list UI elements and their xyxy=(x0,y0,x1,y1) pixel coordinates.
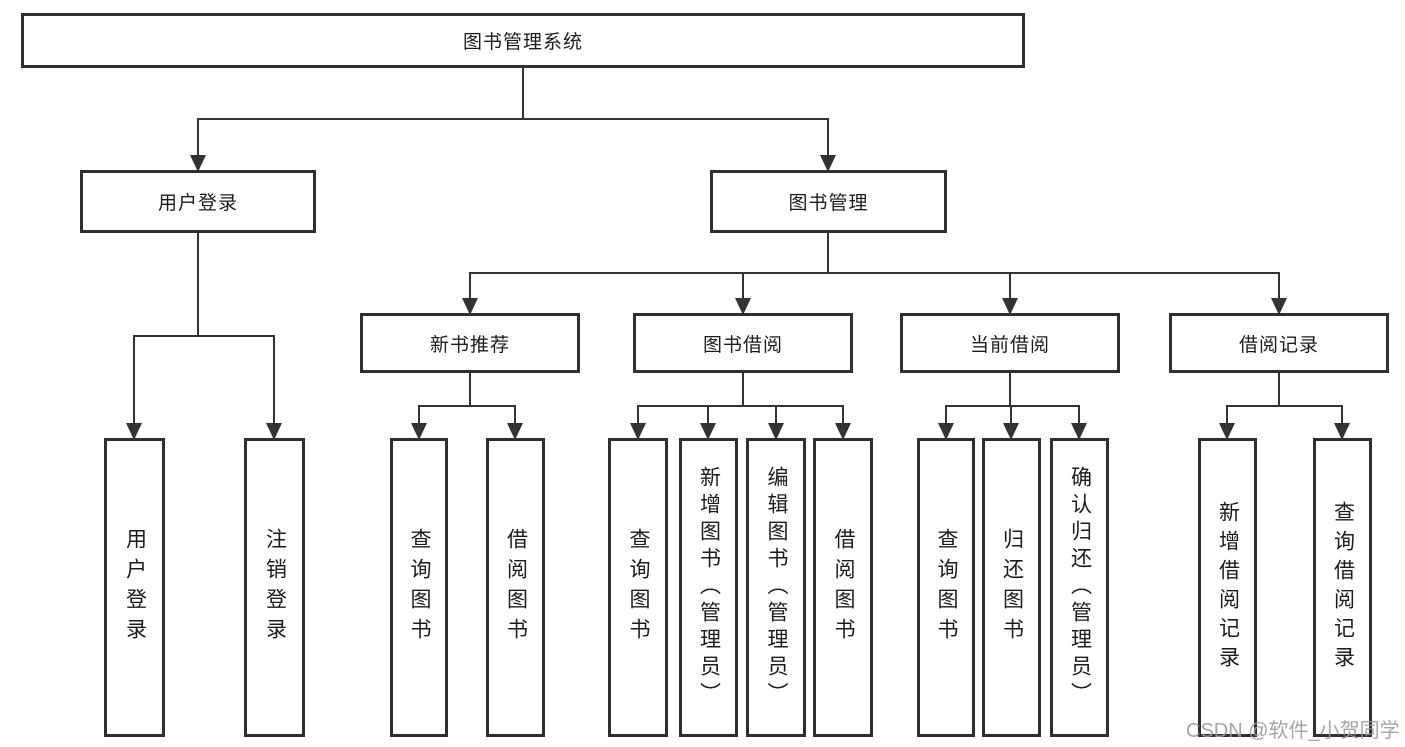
connector-new-book-recommend-rail xyxy=(418,405,516,407)
arrowhead-down-leaf-user-login xyxy=(126,423,142,440)
leaf-logout-label: 注销登录 xyxy=(263,527,287,648)
leaf-borrow-books-1-label: 借阅图书 xyxy=(504,527,528,648)
arrowhead-down-leaf-logout xyxy=(266,423,282,440)
leaf-return-books-label: 归还图书 xyxy=(1000,527,1024,648)
arrowhead-down-user-login xyxy=(190,155,206,172)
connector-drop-leaf-logout xyxy=(273,335,275,432)
connector-drop-current-borrow xyxy=(1009,272,1011,306)
leaf-add-borrow-record-label: 新增借阅记录 xyxy=(1216,500,1240,675)
leaf-query-books-3: 查询图书 xyxy=(917,438,975,737)
leaf-query-books-3-label: 查询图书 xyxy=(935,527,958,648)
connector-drop-borrow-records xyxy=(1278,272,1280,306)
node-book-borrow-label: 图书借阅 xyxy=(702,334,783,356)
leaf-add-books-admin-label: 新增图书（管理员） xyxy=(697,466,721,709)
node-user-login: 用户登录 xyxy=(80,170,316,233)
node-root-label: 图书管理系统 xyxy=(462,32,583,53)
arrowhead-down-leaf xyxy=(630,423,646,440)
node-book-management-label: 图书管理 xyxy=(788,193,869,214)
connector-drop-leaf xyxy=(418,405,420,432)
connector-drop-leaf xyxy=(1226,405,1228,432)
node-borrow-records-label: 借阅记录 xyxy=(1238,334,1319,356)
connector-drop-new-book-recommend xyxy=(469,272,471,306)
leaf-query-books-2: 查询图书 xyxy=(608,438,668,737)
node-root: 图书管理系统 xyxy=(21,13,1025,68)
leaf-add-books-admin: 新增图书（管理员） xyxy=(679,438,738,737)
connector-drop-leaf xyxy=(945,405,947,432)
node-book-management: 图书管理 xyxy=(710,170,947,233)
connector-drop-leaf xyxy=(707,405,709,432)
connector-user-login-rail xyxy=(133,335,275,337)
arrowhead-down-leaf xyxy=(1003,423,1019,440)
leaf-edit-books-admin-label: 编辑图书（管理员） xyxy=(765,466,788,709)
connector-drop-book-borrow xyxy=(742,272,744,306)
connector-drop-user-login xyxy=(197,118,199,162)
leaf-user-login-label: 用户登录 xyxy=(123,527,147,648)
leaf-query-borrow-record: 查询借阅记录 xyxy=(1313,438,1372,737)
connector-level2-rail xyxy=(469,272,1280,274)
node-new-book-recommend: 新书推荐 xyxy=(360,313,580,373)
connector-book-borrow-rail xyxy=(637,405,844,407)
arrowhead-down-new-book-recommend xyxy=(462,298,478,315)
csdn-watermark: CSDN @软件_小贺同学 xyxy=(1186,720,1400,742)
connector-drop-leaf xyxy=(514,405,516,432)
node-current-borrow-label: 当前借阅 xyxy=(969,334,1050,356)
node-book-borrow: 图书借阅 xyxy=(633,313,853,373)
connector-new-book-recommend-stem xyxy=(469,373,471,407)
connector-drop-book-management xyxy=(827,118,829,162)
leaf-query-books-1-label: 查询图书 xyxy=(408,527,431,648)
leaf-borrow-books-2-label: 借阅图书 xyxy=(832,527,855,648)
connector-book-management-stem xyxy=(827,233,829,274)
connector-drop-leaf xyxy=(1341,405,1343,432)
arrowhead-down-leaf xyxy=(700,423,716,440)
node-user-login-label: 用户登录 xyxy=(157,193,238,214)
connector-borrow-records-rail xyxy=(1226,405,1343,407)
arrowhead-down-leaf xyxy=(507,423,523,440)
arrowhead-down-leaf xyxy=(1334,423,1350,440)
node-current-borrow: 当前借阅 xyxy=(900,313,1120,373)
leaf-query-books-1: 查询图书 xyxy=(390,438,448,737)
leaf-borrow-books-1: 借阅图书 xyxy=(486,438,545,737)
connector-drop-leaf xyxy=(1010,405,1012,432)
connector-drop-leaf xyxy=(842,405,844,432)
leaf-confirm-return-admin-label: 确认归还（管理员） xyxy=(1068,466,1092,709)
arrowhead-down-current-borrow xyxy=(1002,298,1018,315)
connector-drop-leaf xyxy=(637,405,639,432)
arrowhead-down-book-borrow xyxy=(735,298,751,315)
connector-user-login-stem xyxy=(197,233,199,337)
leaf-add-borrow-record: 新增借阅记录 xyxy=(1198,438,1257,737)
connector-current-borrow-stem xyxy=(1009,373,1011,407)
connector-drop-leaf-user-login xyxy=(133,335,135,432)
leaf-user-login: 用户登录 xyxy=(104,438,165,737)
arrowhead-down-book-management xyxy=(820,155,836,172)
connector-root-stem xyxy=(522,68,524,120)
arrowhead-down-leaf xyxy=(835,423,851,440)
arrowhead-down-leaf xyxy=(1071,423,1087,440)
arrowhead-down-leaf xyxy=(938,423,954,440)
arrowhead-down-borrow-records xyxy=(1271,298,1287,315)
connector-borrow-records-stem xyxy=(1278,373,1280,407)
connector-drop-leaf xyxy=(775,405,777,432)
node-new-book-recommend-label: 新书推荐 xyxy=(429,334,510,356)
leaf-query-books-2-label: 查询图书 xyxy=(627,527,650,648)
node-borrow-records: 借阅记录 xyxy=(1169,313,1389,373)
leaf-query-borrow-record-label: 查询借阅记录 xyxy=(1331,500,1355,675)
arrowhead-down-leaf xyxy=(768,423,784,440)
connector-current-borrow-rail xyxy=(945,405,1080,407)
connector-drop-leaf xyxy=(1078,405,1080,432)
leaf-return-books: 归还图书 xyxy=(982,438,1041,737)
arrowhead-down-leaf xyxy=(411,423,427,440)
arrowhead-down-leaf xyxy=(1219,423,1235,440)
connector-level1-rail xyxy=(197,118,829,120)
connector-book-borrow-stem xyxy=(742,373,744,407)
leaf-borrow-books-2: 借阅图书 xyxy=(813,438,873,737)
leaf-logout: 注销登录 xyxy=(244,438,305,737)
leaf-edit-books-admin: 编辑图书（管理员） xyxy=(746,438,806,737)
leaf-confirm-return-admin: 确认归还（管理员） xyxy=(1050,438,1109,737)
